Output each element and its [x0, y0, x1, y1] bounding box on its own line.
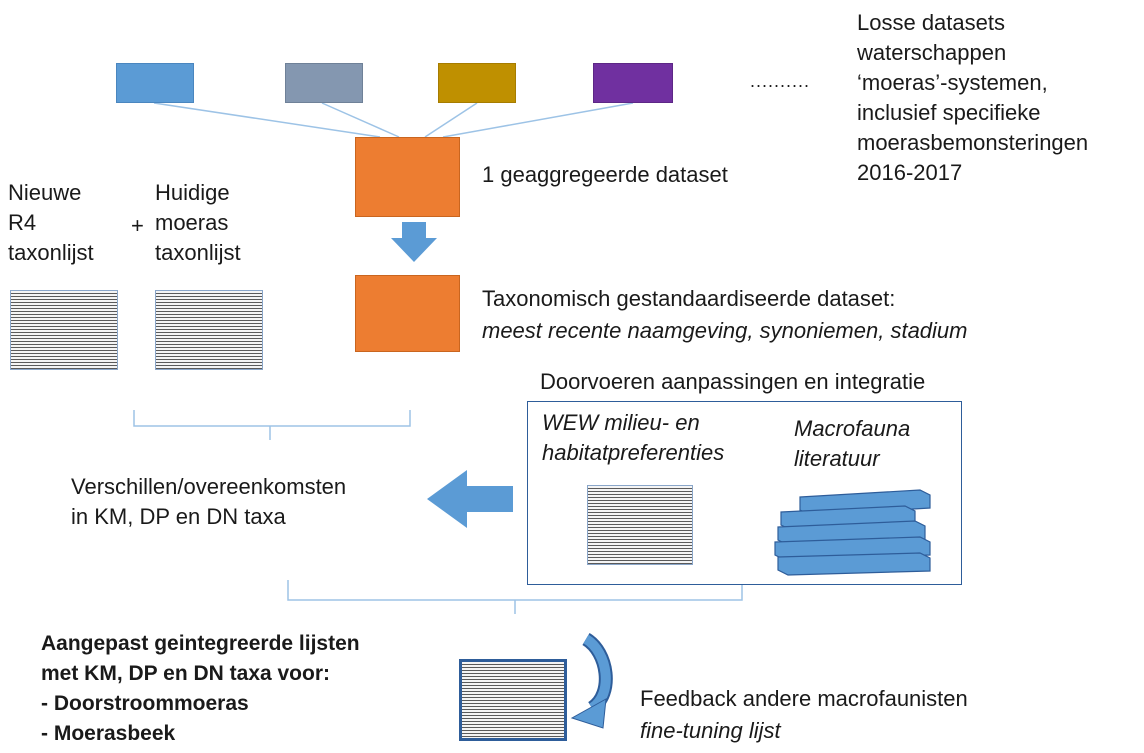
current-list-line-1: Huidige — [155, 180, 230, 205]
current-moeras-taxonlist-icon — [155, 290, 263, 370]
differences-line-2: in KM, DP en DN taxa — [71, 504, 286, 529]
bracket-lower — [287, 580, 743, 614]
dataset-block-gold — [438, 63, 516, 103]
plus-sign: + — [131, 213, 144, 238]
new-r4-list-label: Nieuwe R4 taxonlijst — [8, 178, 94, 268]
current-list-line-2: moeras — [155, 210, 229, 235]
macro-line-1: Macrofauna — [794, 416, 911, 441]
standardized-dataset-sublabel: meest recente naamgeving, synoniemen, st… — [482, 318, 968, 343]
losse-line-1: Losse datasets — [857, 10, 1005, 35]
final-line-2: met KM, DP en DN taxa voor: — [41, 662, 331, 685]
losse-line-4: inclusief specifieke — [857, 100, 1041, 125]
final-line-1: Aangepast geintegreerde lijsten — [41, 632, 360, 655]
dataset-block-purple — [593, 63, 673, 103]
feedback-arrow — [570, 632, 613, 729]
integration-frame — [527, 401, 962, 585]
losse-line-6: 2016-2017 — [857, 160, 963, 185]
final-line-4: - Moerasbeek — [41, 722, 176, 745]
losse-datasets-text: Losse datasets waterschappen ‘moeras’-sy… — [857, 8, 1088, 188]
new-list-line-2: R4 — [8, 210, 37, 235]
fan-line-4 — [442, 102, 634, 138]
left-arrow — [427, 470, 513, 528]
macro-line-2: literatuur — [794, 446, 880, 471]
new-r4-taxonlist-icon — [10, 290, 118, 370]
dataset-block-blue — [116, 63, 194, 103]
fan-line-2 — [321, 102, 400, 138]
feedback-sublabel: fine-tuning lijst — [640, 718, 781, 743]
down-arrow — [391, 222, 437, 262]
ellipsis: .......... — [750, 71, 811, 91]
new-list-line-3: taxonlijst — [8, 240, 94, 265]
macrofauna-literature-label: Macrofauna literatuur — [794, 414, 910, 474]
integration-title: Doorvoeren aanpassingen en integratie — [540, 369, 926, 394]
fan-line-3 — [424, 102, 478, 138]
final-lists-text: Aangepast geintegreerde lijsten met KM, … — [41, 629, 360, 749]
dataset-block-grey — [285, 63, 363, 103]
final-list-icon — [459, 659, 567, 741]
bracket-upper — [133, 410, 411, 440]
fan-line-1 — [153, 102, 381, 138]
current-moeras-list-label: Huidige moeras taxonlijst — [155, 178, 241, 268]
current-list-line-3: taxonlijst — [155, 240, 241, 265]
differences-line-1: Verschillen/overeenkomsten — [71, 474, 347, 499]
feedback-label: Feedback andere macrofaunisten — [640, 686, 968, 711]
wew-line-1: WEW milieu- en — [542, 410, 700, 435]
differences-text: Verschillen/overeenkomsten in KM, DP en … — [71, 472, 346, 532]
standardized-dataset-box — [355, 275, 460, 352]
final-line-3: - Doorstroommoeras — [41, 692, 249, 715]
aggregated-dataset-label: 1 geaggregeerde dataset — [482, 162, 728, 187]
losse-line-5: moerasbemonsteringen — [857, 130, 1089, 155]
wew-line-2: habitatpreferenties — [542, 440, 725, 465]
losse-line-3: ‘moeras’-systemen, — [857, 70, 1048, 95]
new-list-line-1: Nieuwe — [8, 180, 82, 205]
fan-in-lines — [153, 102, 634, 138]
wew-list-icon — [587, 485, 693, 565]
aggregated-dataset-box — [355, 137, 460, 217]
standardized-dataset-label: Taxonomisch gestandaardiseerde dataset: — [482, 286, 896, 311]
losse-line-2: waterschappen — [857, 40, 1007, 65]
wew-preferences-label: WEW milieu- en habitatpreferenties — [542, 408, 724, 468]
